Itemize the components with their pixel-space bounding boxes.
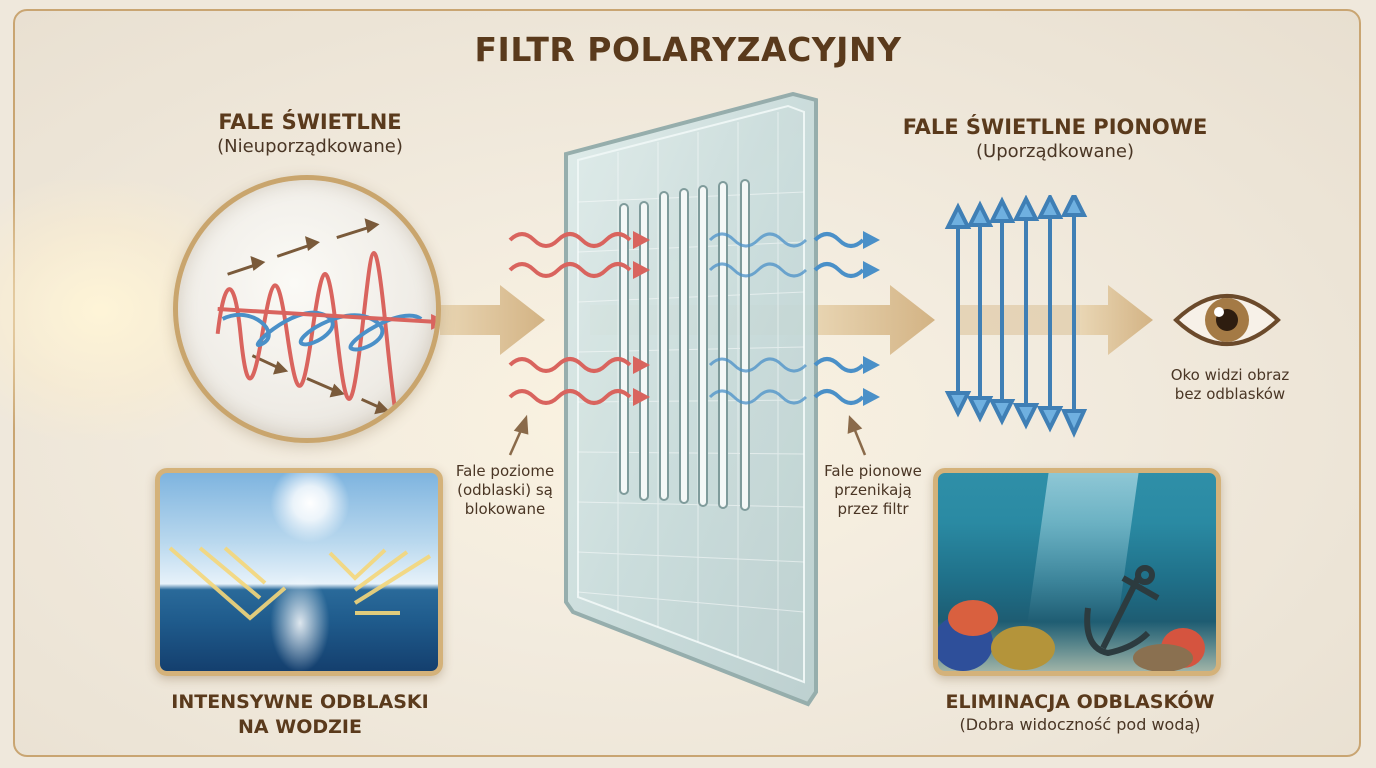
page-title: FILTR POLARYZACYJNY (474, 30, 902, 69)
vertical-waves-passing (708, 231, 880, 406)
unpolarized-light-lens-icon (173, 175, 441, 443)
eye-icon (1173, 294, 1281, 346)
glare-caption: INTENSYWNE ODBLASKI NA WODZIE (150, 690, 450, 739)
caption-line: bez odblasków (1174, 384, 1286, 403)
blocked-waves-caption: Fale poziome (odblaski) są blokowane (440, 462, 570, 518)
elimination-caption: ELIMINACJA ODBLASKÓW (Dobra widoczność p… (920, 690, 1240, 734)
caption-line: Oko widzi obraz (1170, 366, 1290, 384)
elimination-title: ELIMINACJA ODBLASKÓW (945, 691, 1215, 713)
polarized-title: FALE ŚWIETLNE PIONOWE (902, 115, 1208, 139)
caption-line: blokowane (464, 499, 546, 518)
caption-line: Fale pionowe (824, 462, 922, 480)
underwater-scene-image (933, 468, 1221, 676)
unpolarized-title: FALE ŚWIETLNE (218, 110, 402, 134)
anchor-and-reef (938, 565, 1205, 671)
caption-line: przez filtr (837, 499, 909, 518)
glare-title-line1: INTENSYWNE ODBLASKI (171, 691, 429, 713)
passing-waves-caption: Fale pionowe przenikają przez filtr (808, 462, 938, 518)
polarizing-filter-icon (564, 92, 818, 707)
reflection-arrows-icon (168, 546, 432, 621)
eye-caption: Oko widzi obraz bez odblasków (1150, 366, 1310, 404)
caption-line: przenikają (834, 480, 912, 499)
glare-title-line2: NA WODZIE (238, 715, 362, 738)
polarized-subtitle: (Uporządkowane) (976, 141, 1134, 162)
unpolarized-subtitle: (Nieuporządkowane) (217, 136, 403, 157)
polarized-header: FALE ŚWIETLNE PIONOWE (Uporządkowane) (880, 115, 1230, 162)
unpolarized-header: FALE ŚWIETLNE (Nieuporządkowane) (170, 110, 450, 157)
beam-arrow-3 (1080, 285, 1153, 355)
beam-arrow-1 (440, 285, 545, 355)
caption-line: Fale poziome (455, 462, 555, 480)
water-glare-image (155, 468, 443, 676)
vertical-arrows-icon (944, 195, 1088, 438)
caption-line: (odblaski) są (457, 480, 553, 499)
elimination-subtitle: (Dobra widoczność pod wodą) (959, 714, 1201, 734)
horizontal-waves-blocked (508, 231, 650, 406)
beam-arrow-2 (810, 285, 935, 355)
